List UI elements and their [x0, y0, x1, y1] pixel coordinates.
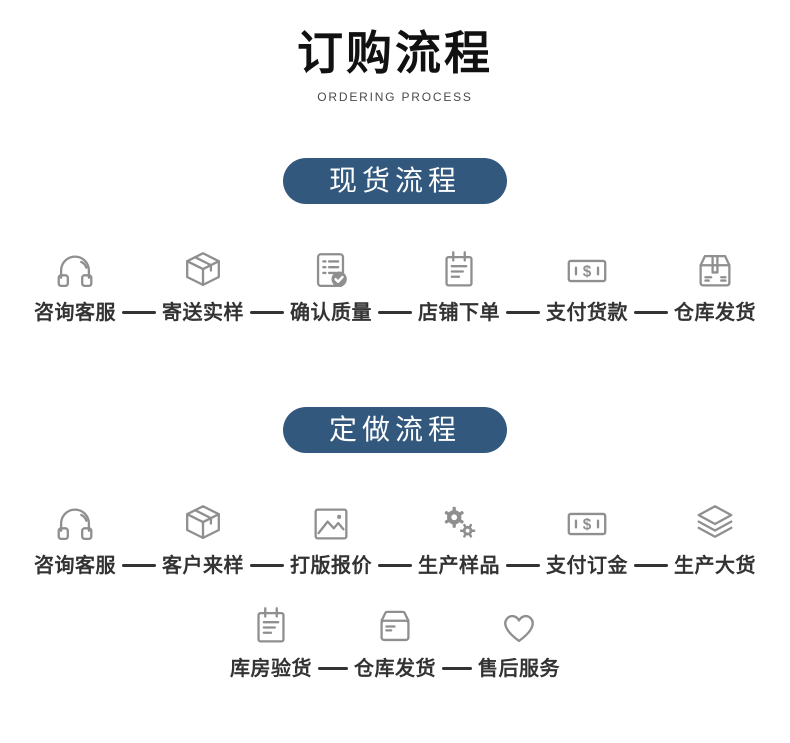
banner-custom-flow: 定做流程 [283, 407, 507, 454]
svg-text:$: $ [583, 517, 592, 534]
process-step: 确认质量 [284, 247, 378, 325]
headset-icon [51, 247, 99, 295]
step-label: 库房验货 [230, 658, 312, 681]
step-label: 仓库发货 [354, 658, 436, 681]
connector-line [506, 311, 540, 315]
step-label: 店铺下单 [418, 302, 500, 325]
step-label: 客户来样 [162, 555, 244, 578]
process-step: 生产样品 [412, 500, 506, 578]
notepad-icon [247, 603, 295, 651]
process-step: 库房验货 [224, 603, 318, 681]
connector-line [250, 564, 284, 568]
heart-icon [495, 603, 543, 651]
layers-icon [691, 500, 739, 548]
custom-flow-row-1: 咨询客服 客户来样 打版报 [0, 500, 790, 578]
process-step: 仓库发货 [668, 247, 762, 325]
process-step: 仓库发货 [348, 603, 442, 681]
connector-line [122, 564, 156, 568]
connector-line [634, 564, 668, 568]
process-step: 打版报价 [284, 500, 378, 578]
step-label: 生产大货 [674, 555, 756, 578]
package-icon [179, 247, 227, 295]
connector-line [506, 564, 540, 568]
step-label: 仓库发货 [674, 302, 756, 325]
headset-icon [51, 500, 99, 548]
connector-line [378, 564, 412, 568]
process-step: 客户来样 [156, 500, 250, 578]
connector-line [250, 311, 284, 315]
connector-line [378, 311, 412, 315]
page-subtitle: ORDERING PROCESS [317, 90, 473, 105]
process-step: 咨询客服 [28, 247, 122, 325]
step-label: 咨询客服 [34, 555, 116, 578]
gears-icon [435, 500, 483, 548]
step-label: 确认质量 [290, 302, 372, 325]
notepad-icon [435, 247, 483, 295]
svg-text:$: $ [583, 264, 592, 281]
connector-line [122, 311, 156, 315]
parcel-icon [371, 603, 419, 651]
connector-line [634, 311, 668, 315]
connector-line [318, 667, 348, 671]
process-step: 店铺下单 [412, 247, 506, 325]
process-step: 生产大货 [668, 500, 762, 578]
process-step: $ 支付订金 [540, 500, 634, 578]
ordering-process-page: 订购流程 ORDERING PROCESS 现货流程 咨询客服 [0, 27, 790, 681]
banknote-icon: $ [563, 247, 611, 295]
step-label: 支付货款 [546, 302, 628, 325]
connector-line [442, 667, 472, 671]
process-step: $ 支付货款 [540, 247, 634, 325]
process-step: 咨询客服 [28, 500, 122, 578]
process-step: 售后服务 [472, 603, 566, 681]
step-label: 生产样品 [418, 555, 500, 578]
banknote-icon: $ [563, 500, 611, 548]
step-label: 打版报价 [290, 555, 372, 578]
instock-flow-row: 咨询客服 寄送实样 [0, 247, 790, 325]
page-title: 订购流程 [297, 27, 493, 79]
picture-icon [307, 500, 355, 548]
shipping-carton-icon [691, 247, 739, 295]
step-label: 支付订金 [546, 555, 628, 578]
step-label: 售后服务 [478, 658, 560, 681]
package-icon [179, 500, 227, 548]
custom-flow-row-2: 库房验货 仓库发货 售后服务 [0, 603, 790, 681]
step-label: 咨询客服 [34, 302, 116, 325]
process-step: 寄送实样 [156, 247, 250, 325]
checklist-icon [307, 247, 355, 295]
banner-instock-flow: 现货流程 [283, 158, 507, 205]
step-label: 寄送实样 [162, 302, 244, 325]
